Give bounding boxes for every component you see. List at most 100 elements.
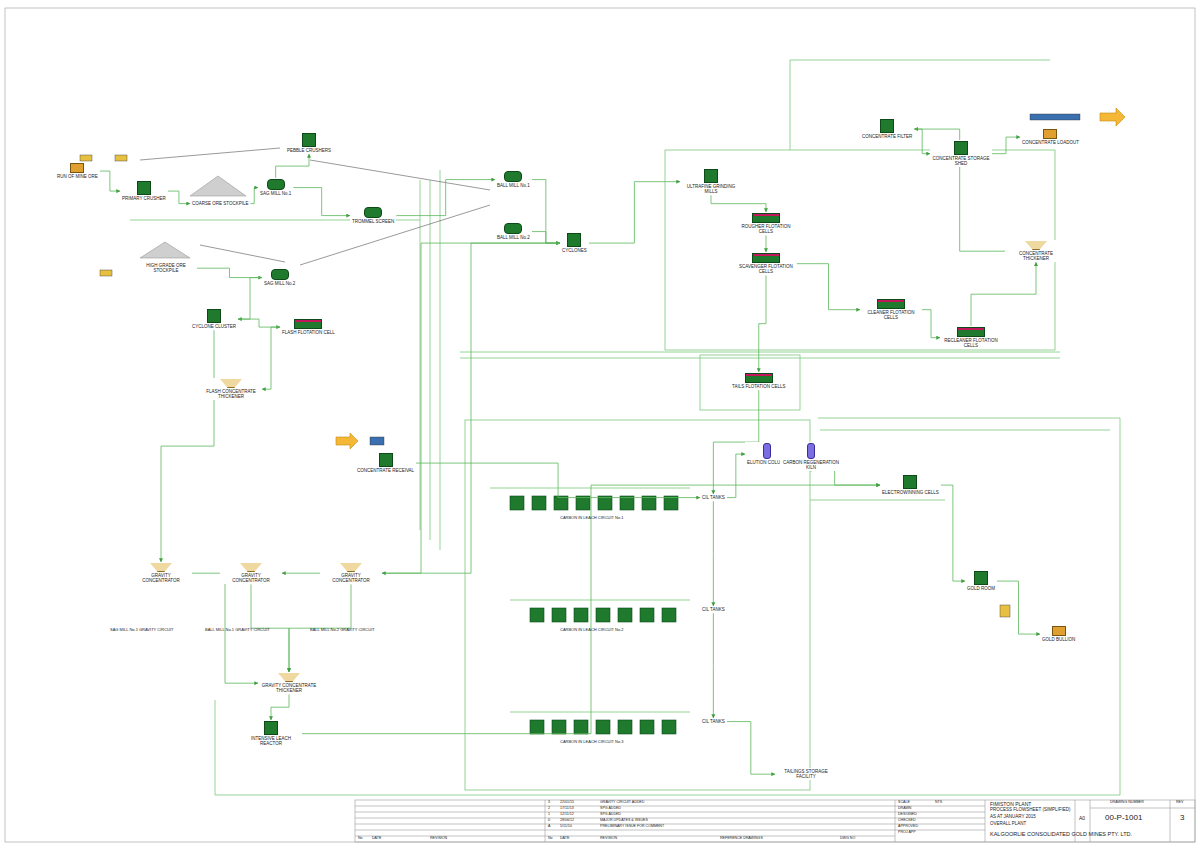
- cil-tanks: [510, 496, 678, 734]
- process-stream: [416, 463, 700, 498]
- equipment-icon: [207, 309, 221, 323]
- equipment-node: PRIMARY CRUSHER: [120, 180, 168, 202]
- equipment-label: TAILS FLOTATION CELLS: [732, 384, 786, 389]
- equipment-node: TAILINGS STORAGE FACILITY: [775, 768, 837, 780]
- equipment-node: CONCENTRATE RECEIVAL: [355, 452, 416, 474]
- process-stream: [797, 264, 860, 310]
- equipment-node: INTENSIVE LEACH REACTOR: [240, 720, 302, 747]
- equipment-icon: [807, 443, 815, 459]
- process-stream: [713, 613, 714, 718]
- equipment-icon: [567, 233, 581, 247]
- equipment-label: RECLEANER FLOTATION CELLS: [942, 338, 1000, 348]
- drawing-note: A: [548, 825, 550, 829]
- drawing-note: 22/01/15: [560, 801, 574, 805]
- drawing-note: SCALE: [898, 801, 910, 805]
- equipment-label: BALL MILL No.1: [497, 183, 530, 188]
- equipment-icon: [271, 269, 289, 280]
- equipment-label: CLEANER FLOTATION CELLS: [862, 310, 920, 320]
- equipment-icon: [877, 299, 905, 309]
- equipment-node: ELECTROWINNING CELLS: [880, 474, 941, 496]
- drawing-note: REVISION: [600, 837, 617, 841]
- equipment-icon: [763, 443, 771, 459]
- process-stream: [766, 235, 767, 252]
- process-stream: [276, 154, 309, 178]
- process-stream: [293, 188, 350, 216]
- equipment-node: COARSE ORE STOCKPILE: [190, 200, 250, 207]
- drawing-title: FIMISTON PLANT: [990, 801, 1031, 807]
- equipment-node: GRAVITY CONCENTRATE THICKENER: [258, 672, 320, 694]
- drawing-note: DRAWN: [898, 807, 911, 811]
- equipment-label: HIGH GRADE ORE STOCKPILE: [137, 263, 195, 273]
- process-stream: [727, 722, 775, 775]
- drawing-note: GRAVITY CIRCUIT ADDED: [600, 801, 644, 805]
- equipment-label: SAG MILL No.2: [264, 281, 295, 286]
- equipment-icon: [1025, 241, 1047, 250]
- equipment-icon: [137, 181, 151, 195]
- equipment-label: PRIMARY CRUSHER: [122, 196, 166, 201]
- equipment-node: CYCLONE CLUSTER: [190, 308, 238, 330]
- process-stream: [532, 232, 560, 244]
- equipment-node: GOLD ROOM: [965, 570, 997, 592]
- drawing-note: AS AT JANUARY 2015: [990, 815, 1036, 820]
- equipment-icon: [1043, 129, 1057, 139]
- drawing-note: PRELIMINARY ISSUE FOR COMMENT: [600, 825, 664, 829]
- process-stream: [396, 180, 495, 216]
- equipment-node: ULTRAFINE GRINDING MILLS: [680, 168, 742, 195]
- drawing-note: REFERENCE DRAWINGS: [720, 837, 763, 841]
- equipment-node: BALL MILL No.2: [495, 222, 532, 241]
- equipment-icon: [364, 207, 382, 218]
- drawing-note: 3: [548, 801, 550, 805]
- drawing-note: PROCESS FLOWSHEET (SIMPLIFIED): [990, 808, 1070, 813]
- drawing-note: PROJ APP: [898, 831, 916, 835]
- equipment-icon: [880, 119, 894, 133]
- conveyor: [140, 148, 490, 265]
- equipment-label: GRAVITY CONCENTRATE THICKENER: [260, 683, 318, 693]
- process-stream: [100, 171, 120, 191]
- drawing-note: CARBON IN LEACH CIRCUIT No.1: [560, 516, 624, 520]
- equipment-node: SAG MILL No.1: [258, 178, 293, 197]
- process-stream: [713, 501, 714, 606]
- process-stream: [992, 137, 1020, 154]
- equipment-icon: [504, 171, 522, 182]
- drawing-note: 2: [548, 807, 550, 811]
- equipment-icon: [340, 563, 362, 572]
- equipment-label: ULTRAFINE GRINDING MILLS: [682, 184, 740, 194]
- equipment-node: RECLEANER FLOTATION CELLS: [940, 326, 1002, 349]
- drawing-note: DATE: [560, 837, 569, 841]
- equipment-node: CONCENTRATE THICKENER: [1005, 240, 1067, 262]
- process-stream: [759, 275, 766, 372]
- equipment-label: COARSE ORE STOCKPILE: [192, 201, 248, 206]
- equipment-label: CIL TANKS: [702, 495, 725, 500]
- drawing-note: 00-P-1001: [1105, 814, 1142, 823]
- equipment-label: GRAVITY CONCENTRATOR: [322, 573, 380, 583]
- equipment-node: TROMMEL SCREEN: [350, 206, 396, 225]
- equipment-icon: [379, 453, 393, 467]
- equipment-icon: [150, 563, 172, 572]
- drawing-note: CHECKED: [898, 819, 916, 823]
- equipment-icon: [704, 169, 718, 183]
- equipment-label: FLASH FLOTATION CELL: [282, 330, 335, 335]
- equipment-icon: [220, 379, 242, 388]
- equipment-node: GOLD BULLION: [1040, 625, 1077, 643]
- equipment-icon: [1052, 626, 1066, 636]
- equipment-icon: [278, 673, 300, 682]
- equipment-label: CONCENTRATE RECEIVAL: [357, 468, 414, 473]
- drawing-note: SPG ADDED: [600, 813, 621, 817]
- equipment-icon: [294, 319, 322, 329]
- equipment-label: ELECTROWINNING CELLS: [882, 490, 939, 495]
- equipment-icon: [264, 721, 278, 735]
- equipment-node: TAILS FLOTATION CELLS: [730, 372, 788, 390]
- equipment-node: CONCENTRATE FILTER: [860, 118, 914, 140]
- drawing-note: 1: [548, 813, 550, 817]
- equipment-node: SCAVENGER FLOTATION CELLS: [735, 252, 797, 275]
- drawing-note: A0: [1079, 816, 1085, 822]
- drawing-note: NTS: [935, 801, 942, 805]
- drawing-note: 28/06/12: [560, 819, 574, 823]
- equipment-icon: [267, 179, 285, 190]
- equipment-node: CYCLONES: [560, 232, 589, 254]
- equipment-node: CIL TANKS: [700, 606, 727, 613]
- process-lines: [130, 60, 1120, 795]
- equipment-node: CLEANER FLOTATION CELLS: [860, 298, 922, 321]
- equipment-label: CIL TANKS: [702, 607, 725, 612]
